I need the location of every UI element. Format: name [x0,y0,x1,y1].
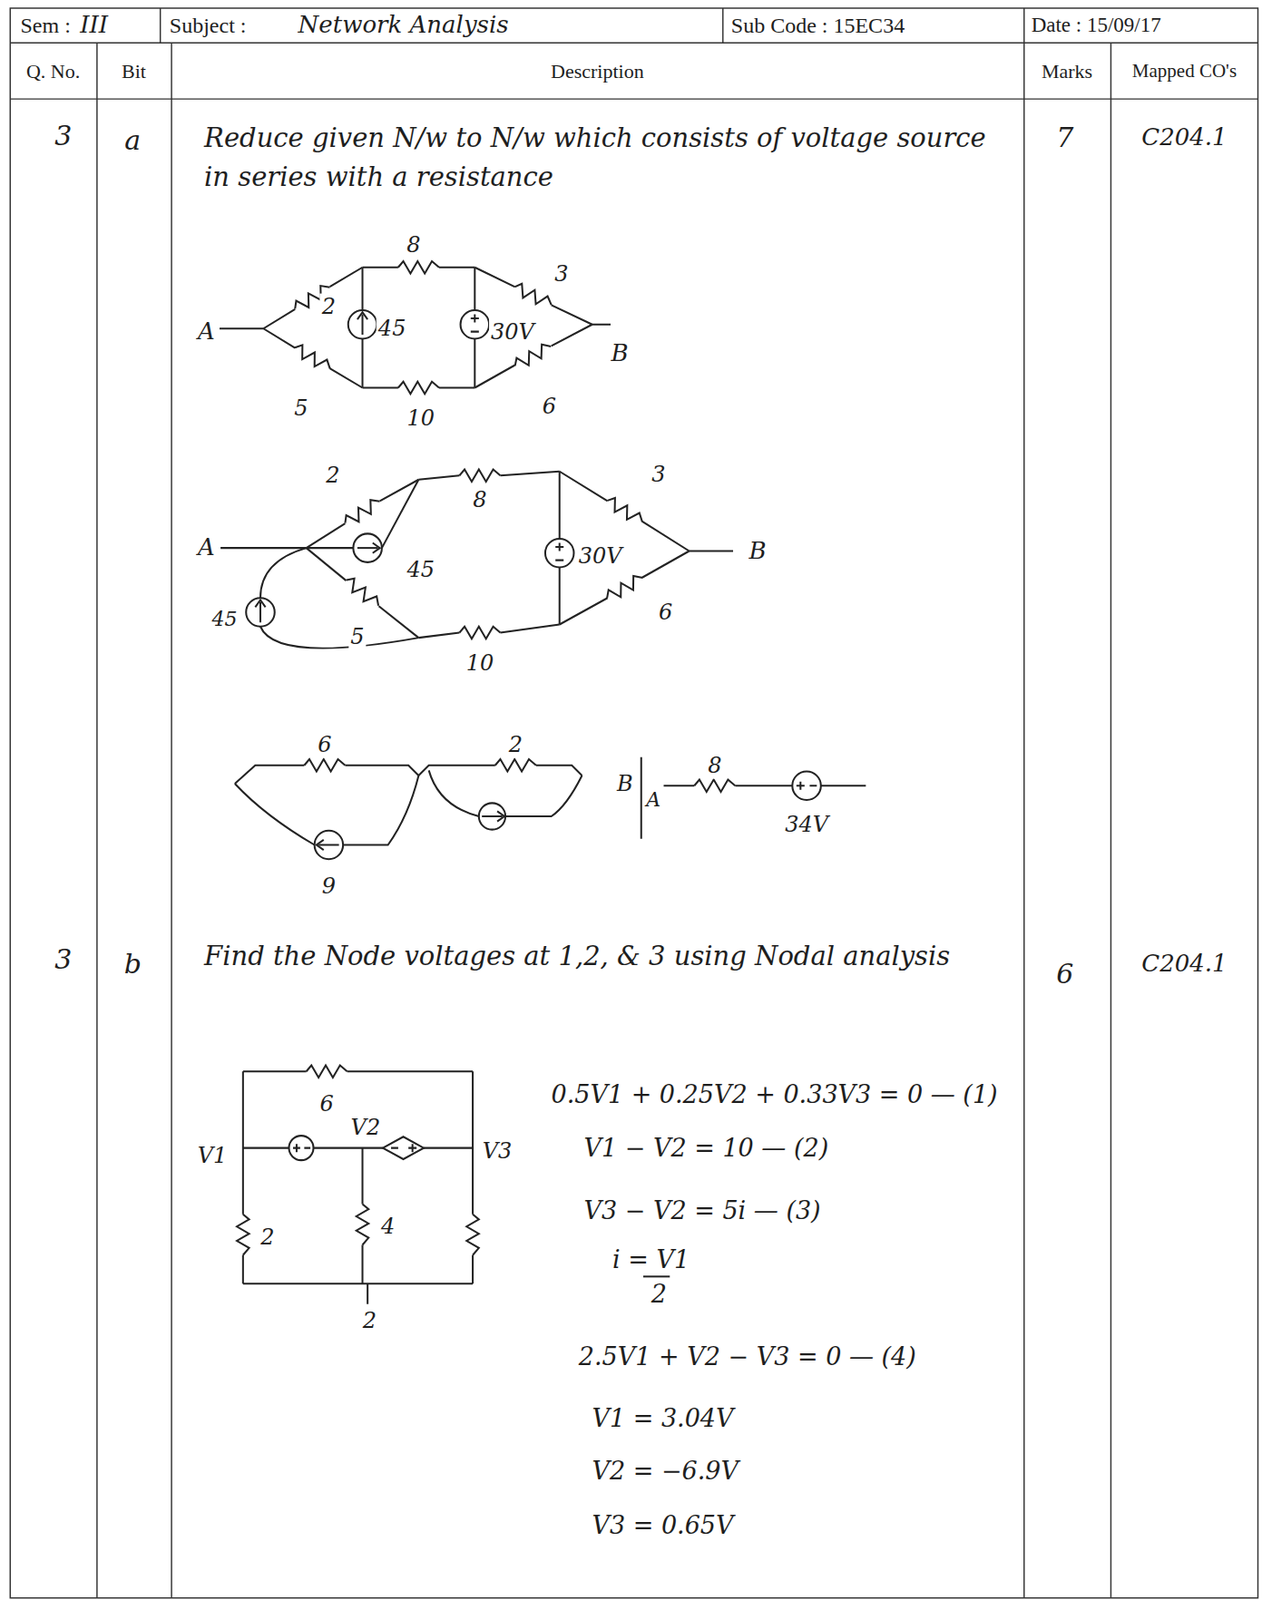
source-value: 9 [320,872,338,900]
result-value: V3 = 0.65V [589,1511,735,1541]
header-label: Sub Code : 15EC34 [731,12,905,40]
subject-value: Network Analysis [298,11,509,40]
source-value: 45 [404,556,437,583]
node-label: V3 [480,1138,515,1165]
equation: 2.5V1 + V2 − V3 = 0 — (4) [577,1342,919,1372]
circuit-original [219,261,611,394]
column-header: Bit [121,59,147,84]
resistor-value: 6 [315,732,333,759]
bit-letter: b [122,948,144,981]
source-value: 34V [782,811,831,839]
resistor-value: 2 [323,462,342,490]
resistor-value: 5 [292,395,310,422]
resistor-value: 3 [552,260,570,287]
table-grid [9,8,1258,1599]
source-value: 45 [376,315,409,343]
resistor-value: 6 [317,1091,335,1118]
terminal-label: B [615,771,636,798]
question-text: Find the Node voltages at 1,2, & 3 using… [204,937,1001,978]
resistor-value: 8 [404,232,422,259]
node-label: 2 [361,1307,379,1334]
resistor-value: 2 [320,293,338,320]
terminal-label: A [644,788,663,812]
source-value: 45 [210,607,240,632]
equation: i = V1 [610,1245,692,1275]
equation: V1 − V2 = 10 — (2) [581,1133,831,1163]
terminal-label: A [195,534,217,563]
resistor-value: 2 [258,1223,276,1251]
header-label: Sem : [20,12,71,40]
semester-value: III [79,11,108,40]
bit-letter: a [124,124,141,157]
circuit-reduced [234,757,867,861]
column-header: Q. No. [26,59,80,84]
header-label: Subject : [169,12,247,40]
marks-value: 6 [1054,958,1076,991]
resistor-value: 10 [404,405,437,432]
column-header: Mapped CO's [1117,59,1251,83]
result-value: V2 = −6.9V [589,1457,741,1487]
node-label: V1 [195,1142,230,1169]
resistor-value: 8 [705,752,724,779]
resistor-value: 6 [656,599,675,627]
resistor-value: 2 [507,732,525,759]
co-mapping: C204.1 [1139,950,1229,979]
marks-value: 7 [1056,121,1074,155]
column-header: Marks [1041,59,1093,84]
result-value: V1 = 3.04V [589,1404,735,1434]
equation: V3 − V2 = 5i — (3) [581,1196,822,1226]
question-number: 3 [54,119,72,153]
circuit-transformed [220,469,734,649]
resistor-value: 6 [540,392,558,420]
source-value: 30V [489,318,537,345]
node-label: V2 [349,1115,383,1142]
equation: 2 [649,1279,669,1309]
header-label: Date : 15/09/17 [1031,12,1162,39]
terminal-label: B [609,340,631,369]
question-number: 3 [52,943,74,977]
question-text: Reduce given N/w to N/w which consists o… [204,118,1011,198]
resistor-value: 3 [649,461,667,489]
terminal-label: B [746,537,768,566]
resistor-value: 5 [348,624,366,651]
resistor-value: 10 [464,650,497,677]
resistor-value: 4 [379,1213,397,1241]
equation: 0.5V1 + 0.25V2 + 0.33V3 = 0 — (1) [548,1080,999,1110]
column-header: Description [550,59,645,84]
co-mapping: C204.1 [1141,123,1227,152]
terminal-label: A [195,317,217,346]
source-value: 30V [577,543,625,570]
resistor-value: 8 [470,487,489,514]
